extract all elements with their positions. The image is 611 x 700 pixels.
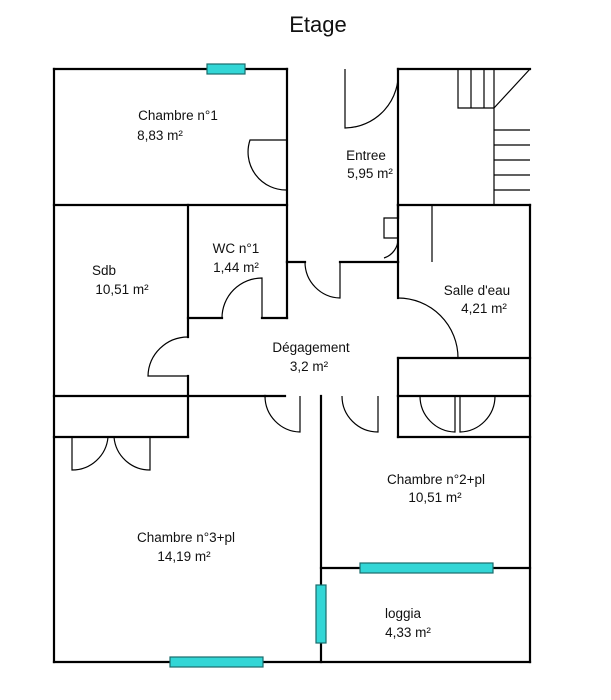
room-area-wc1: 1,44 m²	[213, 260, 259, 275]
room-area-chambre2: 10,51 m²	[408, 490, 462, 505]
room-area-entree: 5,95 m²	[347, 166, 393, 181]
room-name-degagement: Dégagement	[272, 340, 350, 355]
room-labels: Chambre n°1 8,83 m² Entree 5,95 m² Sdb 1…	[92, 108, 510, 640]
windows	[169, 63, 494, 668]
room-name-loggia: loggia	[385, 606, 422, 621]
room-name-entree: Entree	[346, 148, 386, 163]
window-chambre1	[206, 63, 246, 75]
outer-walls	[52, 67, 532, 664]
window-loggia-top	[359, 562, 494, 574]
window-chambre3	[169, 656, 264, 668]
room-name-chambre3: Chambre n°3+pl	[137, 530, 235, 545]
room-name-salle-eau: Salle d'eau	[444, 283, 510, 298]
room-area-sdb: 10,51 m²	[95, 282, 149, 297]
room-area-salle-eau: 4,21 m²	[461, 301, 507, 316]
room-area-loggia: 4,33 m²	[385, 625, 431, 640]
interior-walls	[52, 203, 532, 664]
window-loggia-left	[315, 584, 327, 644]
room-name-sdb: Sdb	[92, 263, 116, 278]
plan-title: Etage	[289, 12, 347, 37]
room-area-degagement: 3,2 m²	[290, 359, 329, 374]
door-arcs	[71, 68, 496, 471]
room-area-chambre1: 8,83 m²	[137, 128, 183, 143]
room-area-chambre3: 14,19 m²	[157, 549, 211, 564]
staircase	[457, 68, 531, 205]
room-name-chambre1: Chambre n°1	[138, 108, 218, 123]
room-name-wc1: WC n°1	[213, 241, 260, 256]
room-name-chambre2: Chambre n°2+pl	[387, 472, 485, 487]
